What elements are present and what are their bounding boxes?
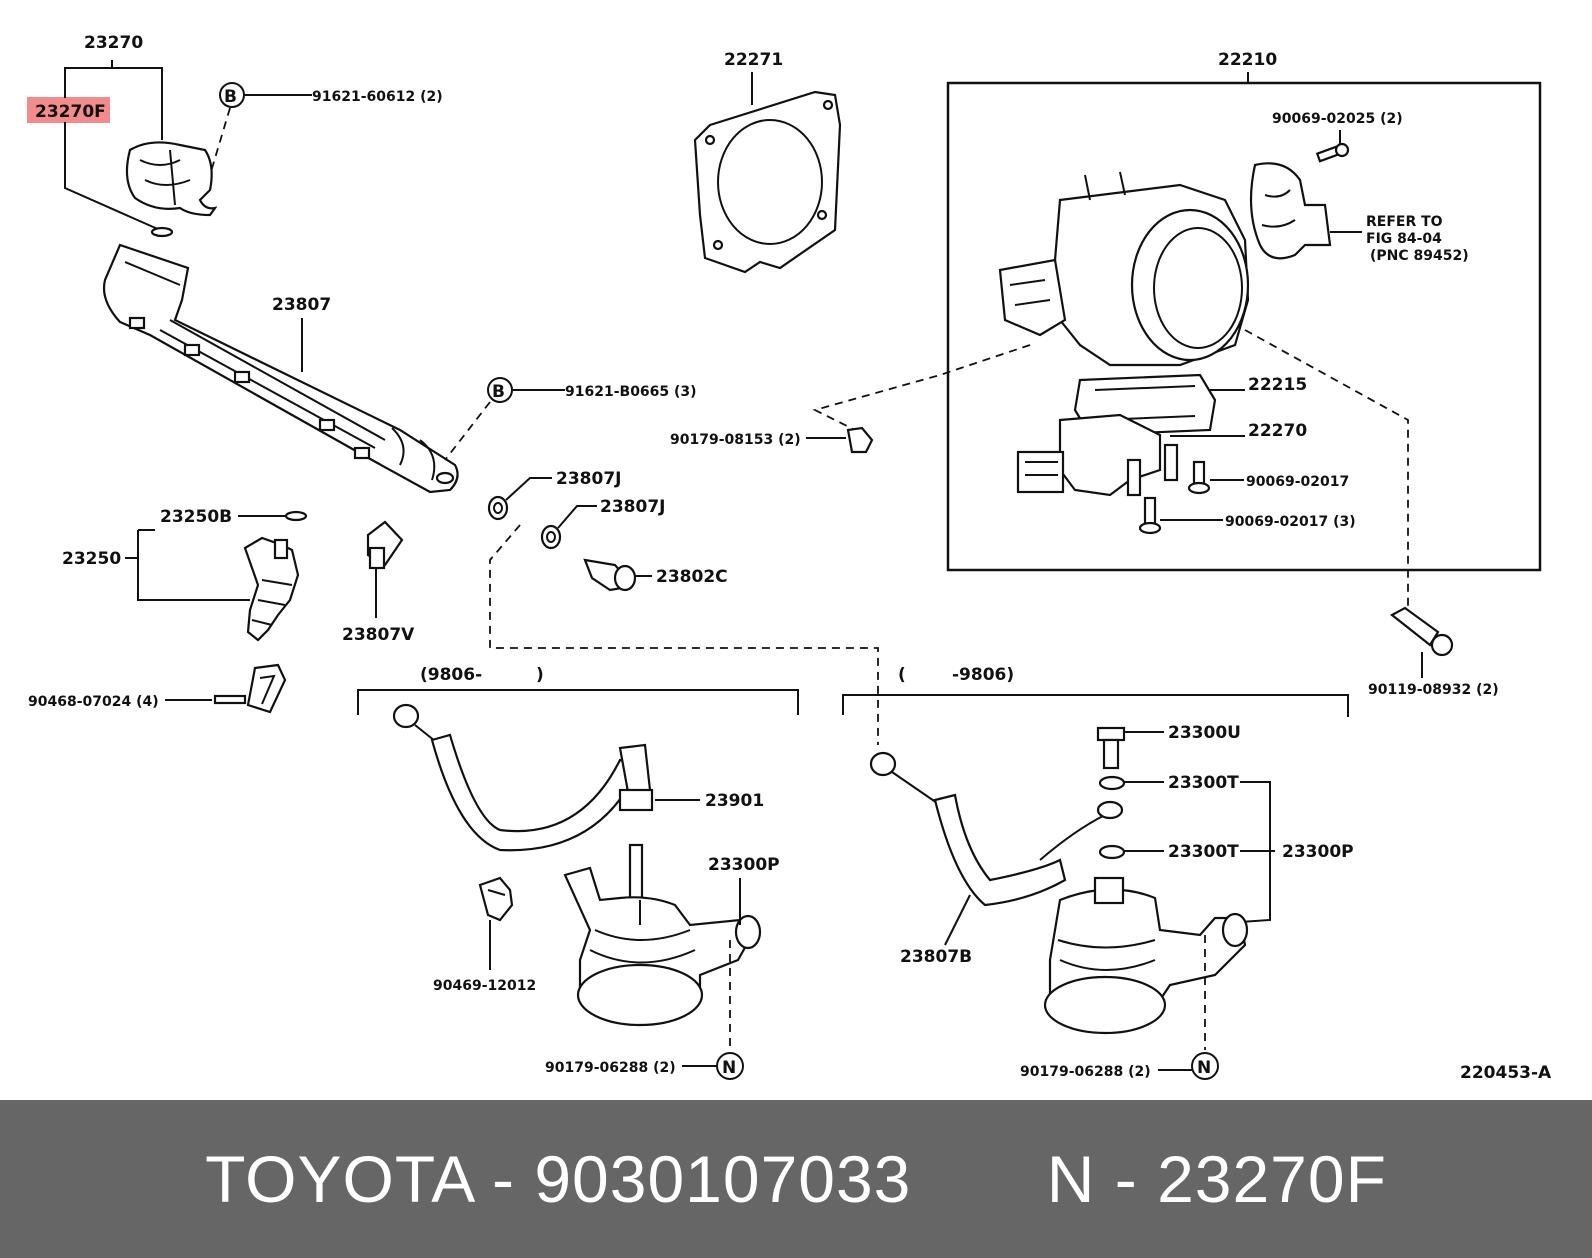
screw-90069-02017-3[interactable]: [1138, 496, 1162, 535]
footer-title: TOYOTA - 9030107033 N - 23270F: [205, 1142, 1387, 1216]
label-23270F[interactable]: 23270F: [35, 102, 106, 122]
throttle-body[interactable]: [998, 171, 1250, 437]
label-23300T-2[interactable]: 23300T: [1168, 842, 1239, 862]
leader-23270: [64, 67, 163, 140]
label-90119-08932[interactable]: 90119-08932 (2): [1368, 682, 1499, 698]
label-9806-to[interactable]: -9806): [952, 665, 1014, 685]
idle-speed-control-valve[interactable]: [1016, 413, 1179, 497]
svg-text:B: B: [224, 87, 237, 107]
label-23250[interactable]: 23250: [62, 549, 121, 569]
label-23300P-left[interactable]: 23300P: [708, 855, 780, 875]
fuel-hose-23901[interactable]: [392, 703, 654, 852]
label-refer-to[interactable]: REFER TO: [1366, 214, 1443, 230]
label-22271[interactable]: 22271: [724, 50, 783, 70]
label-23807[interactable]: 23807: [272, 295, 331, 315]
throttle-position-sensor[interactable]: [1249, 162, 1332, 260]
pulsation-damper-left[interactable]: [563, 843, 762, 1027]
label-90069-02017-3[interactable]: 90069-02017 (3): [1225, 514, 1356, 530]
highlight-23270F: [27, 97, 110, 123]
fuel-injector[interactable]: [243, 536, 300, 642]
label-23807J-2[interactable]: 23807J: [600, 497, 665, 517]
label-90468-07024[interactable]: 90468-07024 (4): [28, 694, 159, 710]
bolt-90119-08932[interactable]: [1390, 606, 1454, 657]
label-9806-to-open[interactable]: (: [898, 665, 906, 685]
parts-diagram: 23270 23270F B 91621-60612 (2) 23807 B 9…: [27, 33, 1553, 1083]
label-fig-84-04[interactable]: FIG 84-04: [1366, 231, 1442, 247]
pulsation-damper-right[interactable]: [1043, 876, 1249, 1035]
label-23300U[interactable]: 23300U: [1168, 723, 1241, 743]
o-ring-23250B[interactable]: [284, 510, 308, 522]
label-9806-from-close[interactable]: ): [536, 665, 544, 685]
label-90069-02025[interactable]: 90069-02025 (2): [1272, 111, 1403, 127]
label-9806-from[interactable]: (9806-: [420, 665, 482, 685]
bolt-23300U[interactable]: [1096, 726, 1126, 770]
label-23807J-1[interactable]: 23807J: [556, 469, 621, 489]
leader-23270F: [64, 122, 161, 231]
label-90069-02017[interactable]: 90069-02017: [1246, 474, 1349, 490]
label-22215[interactable]: 22215: [1248, 375, 1307, 395]
screw-90069-02025[interactable]: [1315, 142, 1350, 163]
svg-text:B: B: [492, 382, 505, 402]
o-ring-23807J-2[interactable]: [540, 524, 562, 550]
callout-n-2[interactable]: [1191, 1052, 1219, 1080]
fuel-hose-23807B[interactable]: [869, 751, 1124, 907]
label-90179-06288-left[interactable]: 90179-06288 (2): [545, 1060, 676, 1076]
nut-90179-08153[interactable]: [846, 426, 874, 454]
screw-90069-02017[interactable]: [1187, 460, 1211, 495]
fuel-pressure-regulator[interactable]: [125, 141, 218, 238]
label-23300P-right[interactable]: 23300P: [1282, 842, 1354, 862]
bracket-right: [842, 694, 1349, 717]
label-23250B[interactable]: 23250B: [160, 507, 232, 527]
label-90179-08153[interactable]: 90179-08153 (2): [670, 432, 801, 448]
throttle-body-gasket[interactable]: [693, 90, 842, 274]
union-bolt-23802C[interactable]: [583, 558, 637, 592]
clip-90468-07024[interactable]: [213, 663, 287, 714]
bracket-left: [357, 689, 799, 715]
label-22210[interactable]: 22210: [1218, 50, 1277, 70]
label-diagram-code[interactable]: 220453-A: [1460, 1063, 1552, 1083]
gasket-23300T-2[interactable]: [1098, 844, 1126, 860]
label-91621-60612[interactable]: 91621-60612 (2): [312, 89, 443, 105]
fuel-delivery-pipe[interactable]: [102, 243, 459, 494]
svg-text:N: N: [722, 1058, 736, 1078]
label-90469-12012[interactable]: 90469-12012: [433, 978, 536, 994]
label-23270[interactable]: 23270: [84, 33, 143, 53]
diagram-svg: 23270 23270F B 91621-60612 (2) 23807 B 9…: [27, 33, 1552, 1083]
clip-90469-12012[interactable]: [478, 876, 514, 922]
o-ring-23807J-1[interactable]: [487, 495, 509, 521]
throttle-body-group-box: [946, 81, 1542, 572]
label-23807B[interactable]: 23807B: [900, 947, 972, 967]
clamp-23807V[interactable]: [366, 520, 404, 570]
label-22270[interactable]: 22270: [1248, 421, 1307, 441]
label-23300T-1[interactable]: 23300T: [1168, 773, 1239, 793]
gasket-23300T-1[interactable]: [1098, 775, 1126, 791]
footer-bar: TOYOTA - 9030107033 N - 23270F: [0, 1100, 1592, 1258]
label-pnc-89452[interactable]: (PNC 89452): [1370, 248, 1469, 264]
label-23807V[interactable]: 23807V: [342, 625, 415, 645]
label-23802C[interactable]: 23802C: [656, 567, 728, 587]
label-23901[interactable]: 23901: [705, 791, 764, 811]
label-91621-B0665[interactable]: 91621-B0665 (3): [565, 384, 697, 400]
svg-text:N: N: [1197, 1058, 1211, 1078]
label-90179-06288-right[interactable]: 90179-06288 (2): [1020, 1064, 1151, 1080]
